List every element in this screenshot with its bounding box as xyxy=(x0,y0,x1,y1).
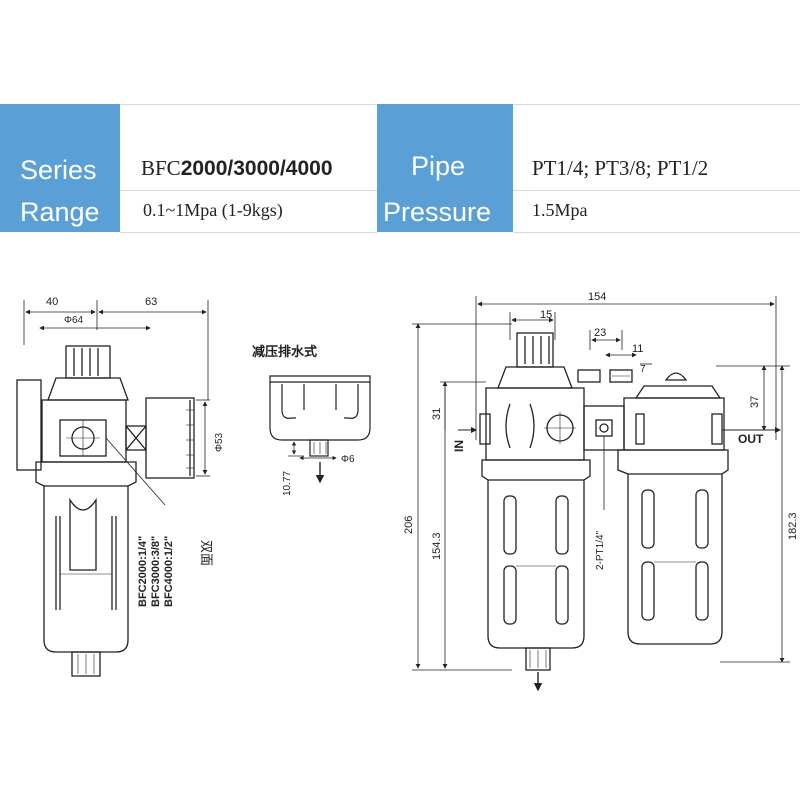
port-note-4000: BFC4000:1/2" xyxy=(163,536,175,607)
dim-phi6-label: Φ6 xyxy=(341,454,355,465)
pipe-label: Pipe xyxy=(411,151,466,181)
dim-7-label: 7 xyxy=(640,364,646,375)
dim-10-77-label: 10.77 xyxy=(282,471,293,496)
series-value-prefix: BFC xyxy=(141,156,181,180)
series-label: Series xyxy=(20,155,97,185)
dim-23-label: 23 xyxy=(594,327,606,339)
technical-drawing: 40 63 Φ64 Φ53 BFC2000:1/4" BFC3000:3/8" … xyxy=(16,291,799,692)
dim-206-label: 206 xyxy=(403,516,415,534)
dim-11-label: 11 xyxy=(632,343,643,355)
port-notes: BFC2000:1/4" BFC3000:3/8" BFC4000:1/2" xyxy=(137,536,175,607)
pressure-value: 1.5Mpa xyxy=(532,200,588,220)
series-label-cell xyxy=(0,104,120,146)
port-spec-label: 2-PT1/4" xyxy=(595,530,606,570)
dim-31-label: 31 xyxy=(431,408,443,420)
dim-phi53-label: Φ53 xyxy=(214,432,225,452)
dim-182-3-label: 182.3 xyxy=(787,512,799,540)
regulator-side-view xyxy=(16,300,210,677)
port-note-2000: BFC2000:1/4" xyxy=(137,536,149,607)
spec-table: Series BFC2000/3000/4000 Pipe PT1/4; PT3… xyxy=(0,0,800,235)
pressure-label: Pressure xyxy=(383,197,492,227)
dim-15-label: 15 xyxy=(540,309,552,321)
in-port-label: IN xyxy=(452,440,466,452)
dim-37-label: 37 xyxy=(749,396,761,408)
dim-154-label: 154 xyxy=(588,291,606,303)
pipe-label-cell xyxy=(377,104,513,146)
series-value-models: 2000/3000/4000 xyxy=(180,157,333,180)
pipe-value: PT1/4; PT3/8; PT1/2 xyxy=(532,156,709,180)
out-port-label: OUT xyxy=(738,432,764,446)
dim-154-3-label: 154.3 xyxy=(431,532,443,560)
drain-detail-title: 减压排水式 xyxy=(252,344,317,359)
dim-40-label: 40 xyxy=(46,296,58,308)
double-side-note: 双面 xyxy=(199,540,214,566)
dim-63-label: 63 xyxy=(145,296,157,308)
drain-detail-view xyxy=(269,375,371,484)
range-label: Range xyxy=(20,197,100,227)
series-value: BFC2000/3000/4000 xyxy=(141,147,333,190)
range-value: 0.1~1Mpa (1-9kgs) xyxy=(143,200,283,220)
port-note-3000: BFC3000:3/8" xyxy=(150,536,162,607)
frl-front-view xyxy=(412,296,790,692)
dim-phi64-label: Φ64 xyxy=(64,315,84,326)
